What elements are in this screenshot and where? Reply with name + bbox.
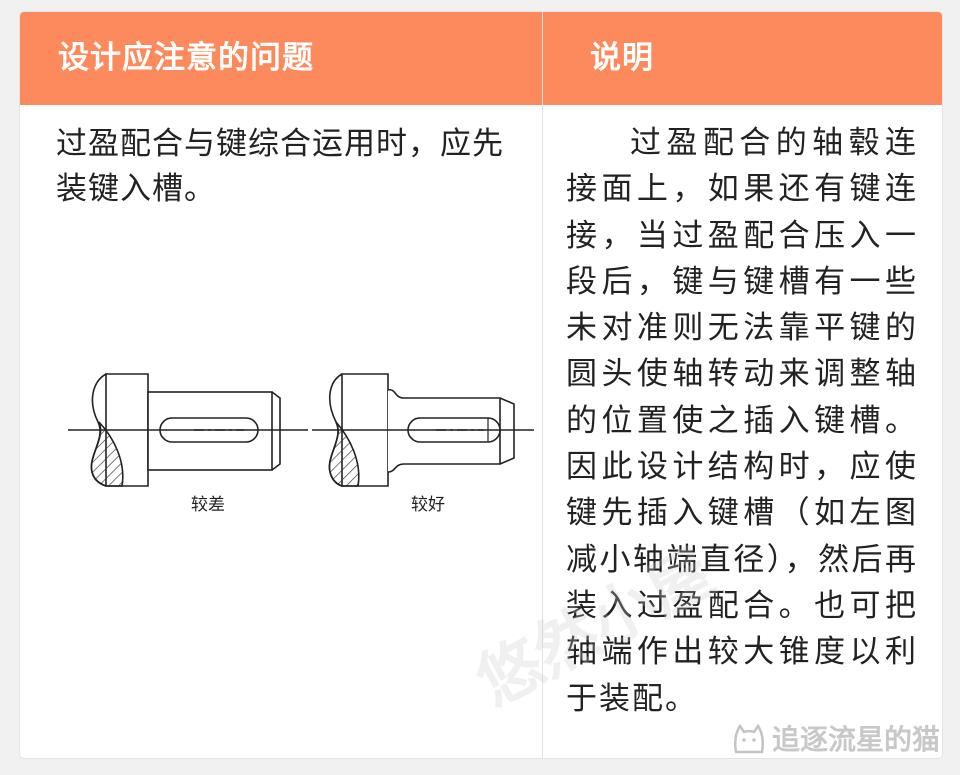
shaft-good — [312, 374, 534, 486]
column-divider — [542, 12, 543, 758]
brand-logo: 追逐流星的猫 — [732, 718, 940, 758]
table-header: 设计应注意的问题 说明 — [20, 12, 942, 105]
caption-good: 较好 — [411, 495, 445, 515]
comparison-table: 设计应注意的问题 说明 过盈配合与键综合运用时，应先装键入槽。 — [20, 12, 942, 758]
header-cell-explanation: 说明 — [590, 12, 654, 105]
shaft-poor — [68, 374, 308, 486]
issue-text: 过盈配合与键综合运用时，应先装键入槽。 — [56, 122, 526, 212]
logo-text: 追逐流星的猫 — [772, 718, 940, 758]
explanation-text: 过盈配合的轴毂连接面上，如果还有键连接，当过盈配合压入一段后，键与键槽有一些未对… — [566, 120, 918, 722]
caption-poor: 较差 — [191, 495, 225, 515]
shaft-key-figure: 较差 较好 — [44, 352, 534, 522]
cat-icon — [732, 722, 766, 754]
header-cell-issue: 设计应注意的问题 — [58, 12, 314, 105]
